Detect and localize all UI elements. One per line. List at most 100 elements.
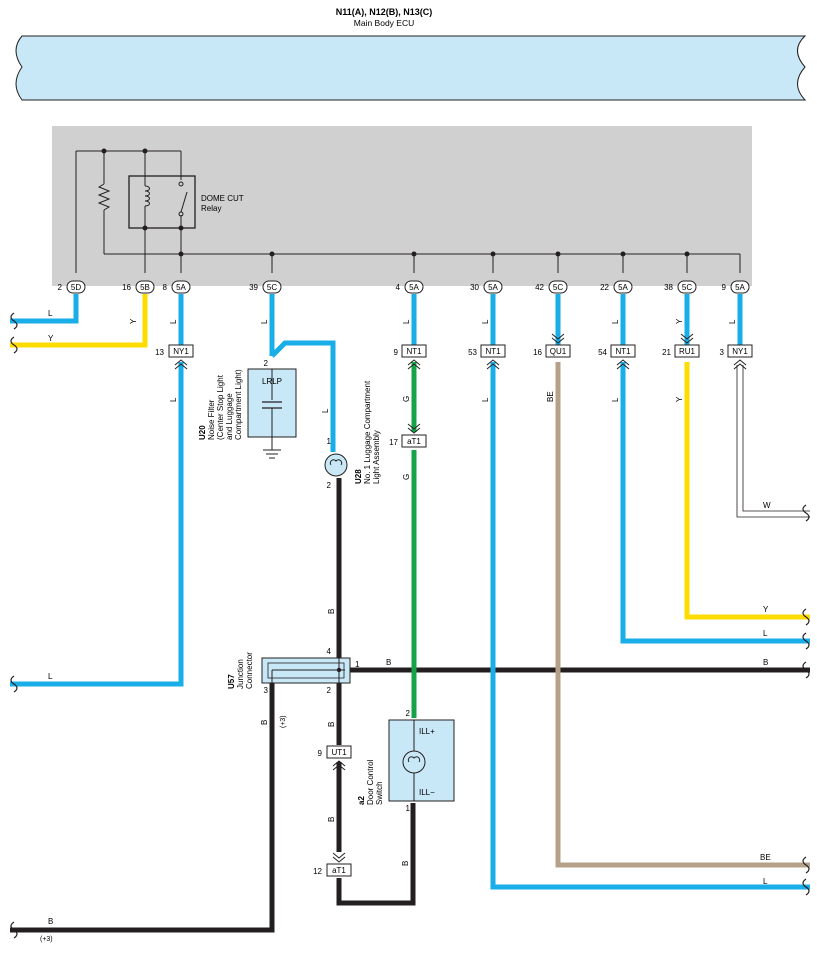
connector-54-nt1: 54 NT1 <box>598 344 636 370</box>
pin-9-5A: 9 5A <box>722 280 750 294</box>
svg-text:5A: 5A <box>488 283 498 292</box>
svg-text:5C: 5C <box>682 283 692 292</box>
pin-38-5C: 38 5C <box>664 280 697 294</box>
svg-text:17: 17 <box>389 438 398 447</box>
svg-text:NY1: NY1 <box>173 347 189 356</box>
u28-luggage-light: 1 2 U28 No. 1 Luggage Compartment Light … <box>324 380 381 490</box>
wire-blue-5d <box>10 294 79 324</box>
svg-text:Connector: Connector <box>245 652 254 689</box>
svg-text:UT1: UT1 <box>331 748 347 757</box>
svg-text:39: 39 <box>249 283 258 292</box>
ecu-internal-wiring <box>75 150 741 273</box>
pin-8-5A: 8 5A <box>163 280 191 294</box>
svg-text:L: L <box>611 319 620 324</box>
svg-text:L: L <box>481 397 490 402</box>
ecu-title: N11(A), N12(B), N13(C) <box>336 7 433 17</box>
svg-text:53: 53 <box>468 348 477 357</box>
svg-text:22: 22 <box>600 283 609 292</box>
svg-text:ILL+: ILL+ <box>419 727 435 736</box>
svg-text:NY1: NY1 <box>732 347 748 356</box>
svg-text:B: B <box>386 658 391 667</box>
pin-4-5A: 4 5A <box>396 280 424 294</box>
svg-text:1: 1 <box>355 660 360 669</box>
svg-text:U57: U57 <box>227 674 236 689</box>
svg-text:9: 9 <box>722 283 727 292</box>
wire-black-junction-left <box>10 683 275 933</box>
svg-text:L: L <box>169 397 178 402</box>
ecu-body <box>15 35 807 101</box>
svg-text:2: 2 <box>58 283 63 292</box>
svg-text:B: B <box>327 609 336 614</box>
svg-text:21: 21 <box>662 348 671 357</box>
svg-text:Y: Y <box>675 318 684 324</box>
svg-text:L: L <box>169 319 178 324</box>
svg-text:Noise Filter: Noise Filter <box>207 399 216 440</box>
svg-text:U28: U28 <box>354 469 363 484</box>
wire-blue-22-5a <box>620 294 810 644</box>
svg-text:BE: BE <box>546 391 555 402</box>
svg-text:9: 9 <box>318 749 323 758</box>
svg-text:ILL−: ILL− <box>419 788 435 797</box>
pin-2-5D: 2 5D <box>58 280 86 294</box>
svg-text:30: 30 <box>470 283 479 292</box>
svg-text:9: 9 <box>394 348 399 357</box>
svg-text:B: B <box>763 658 768 667</box>
wire-blue-5c-u20 <box>269 294 336 452</box>
svg-text:Light Assembly: Light Assembly <box>372 430 381 484</box>
svg-text:5C: 5C <box>553 283 563 292</box>
u20-noise-filter: 2 LRLP U20 Noise Filter (Center Stop Lig… <box>198 359 297 459</box>
wire-color-labels: L Y L B (+3) B W Y L B BE L Y L L L L L … <box>40 309 771 943</box>
wire-blue-5a-ny1 <box>10 294 184 687</box>
connector-13-ny1: 13 NY1 <box>155 344 194 370</box>
svg-text:(+3): (+3) <box>280 715 287 728</box>
svg-text:L: L <box>481 319 490 324</box>
svg-text:Y: Y <box>675 396 684 402</box>
svg-text:W: W <box>763 501 771 510</box>
u57-junction-connector: 4 1 3 2 U57 Junction Connector <box>227 647 360 695</box>
svg-text:aT1: aT1 <box>332 866 346 875</box>
a2-door-control-switch: 2 ILL+ ILL− 1 a2 Door Control Switch <box>357 709 455 813</box>
svg-text:B: B <box>327 817 336 822</box>
pin-16-5B: 16 5B <box>122 280 155 294</box>
svg-text:L: L <box>763 877 768 886</box>
wire-white-w <box>736 365 810 518</box>
svg-text:L: L <box>611 397 620 402</box>
wire-tan-be <box>555 362 810 868</box>
svg-text:G: G <box>402 396 411 402</box>
connector-3-ny1: 3 NY1 <box>720 344 753 370</box>
svg-text:Junction: Junction <box>236 659 245 689</box>
svg-text:B: B <box>401 861 410 866</box>
ecu-internal-area <box>52 126 752 286</box>
svg-text:16: 16 <box>122 283 131 292</box>
wire-yellow-ru1 <box>684 362 810 620</box>
connector-16-qu1: 16 QU1 <box>533 333 571 358</box>
wire-break-marks <box>10 312 810 939</box>
svg-text:QU1: QU1 <box>550 347 567 356</box>
pin-30-5A: 30 5A <box>470 280 503 294</box>
svg-text:12: 12 <box>313 867 322 876</box>
svg-text:aT1: aT1 <box>407 437 421 446</box>
pin-39-5C: 39 5C <box>249 280 282 294</box>
svg-text:L: L <box>48 672 53 681</box>
svg-text:L: L <box>402 319 411 324</box>
svg-text:B: B <box>260 720 269 725</box>
svg-text:Y: Y <box>48 334 54 343</box>
wire-yellow-5b <box>10 294 148 348</box>
svg-text:3: 3 <box>720 348 725 357</box>
dome-cut-relay: DOME CUT Relay <box>128 175 244 229</box>
svg-text:38: 38 <box>664 283 673 292</box>
svg-text:NT1: NT1 <box>615 347 631 356</box>
svg-text:RU1: RU1 <box>679 347 696 356</box>
svg-text:1: 1 <box>327 437 332 446</box>
svg-text:Door Control: Door Control <box>366 759 375 805</box>
pin-22-5A: 22 5A <box>600 280 633 294</box>
svg-text:L: L <box>763 629 768 638</box>
svg-text:8: 8 <box>163 283 168 292</box>
svg-text:3: 3 <box>264 686 269 695</box>
relay-label: Relay <box>201 204 221 213</box>
svg-text:NT1: NT1 <box>406 347 422 356</box>
connector-9-nt1: 9 NT1 <box>394 344 427 370</box>
svg-text:5D: 5D <box>71 283 81 292</box>
relay-name: DOME CUT <box>201 194 244 203</box>
